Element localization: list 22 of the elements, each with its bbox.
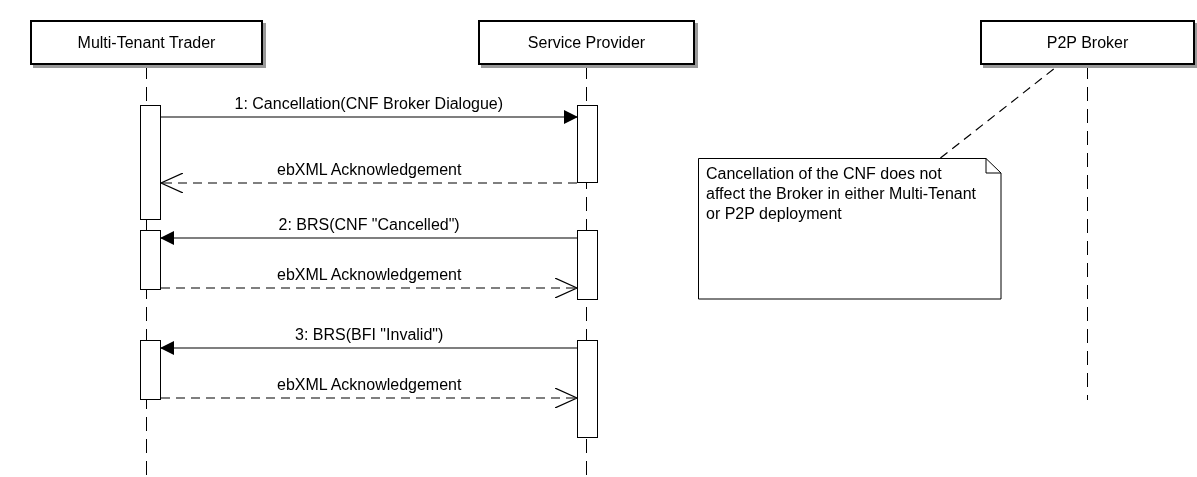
activation-bar	[577, 230, 598, 300]
activation-bar	[140, 105, 161, 220]
message-label: 2: BRS(CNF "Cancelled")	[276, 216, 462, 234]
activation-bar	[577, 340, 598, 438]
return-message-arrow	[160, 172, 578, 194]
participant-box: P2P Broker	[980, 20, 1195, 65]
message-arrow	[160, 110, 578, 124]
return-message-arrow	[160, 387, 578, 409]
return-message-arrow	[160, 277, 578, 299]
note-text: Cancellation of the CNF does not affect the Broker in either Multi-Tenant or P2P deployment	[705, 164, 978, 224]
message-arrow	[160, 341, 578, 355]
message-label: ebXML Acknowledgement	[275, 266, 464, 284]
message-label: 3: BRS(BFI "Invalid")	[293, 326, 446, 344]
message-arrow	[160, 231, 578, 245]
message-label: ebXML Acknowledgement	[275, 161, 464, 179]
activation-bar	[140, 230, 161, 290]
participant-box: Multi-Tenant Trader	[30, 20, 263, 65]
activation-bar	[140, 340, 161, 400]
activation-bar	[577, 105, 598, 183]
message-label: ebXML Acknowledgement	[275, 376, 464, 394]
participant-box: Service Provider	[478, 20, 695, 65]
message-label: 1: Cancellation(CNF Broker Dialogue)	[232, 95, 506, 113]
